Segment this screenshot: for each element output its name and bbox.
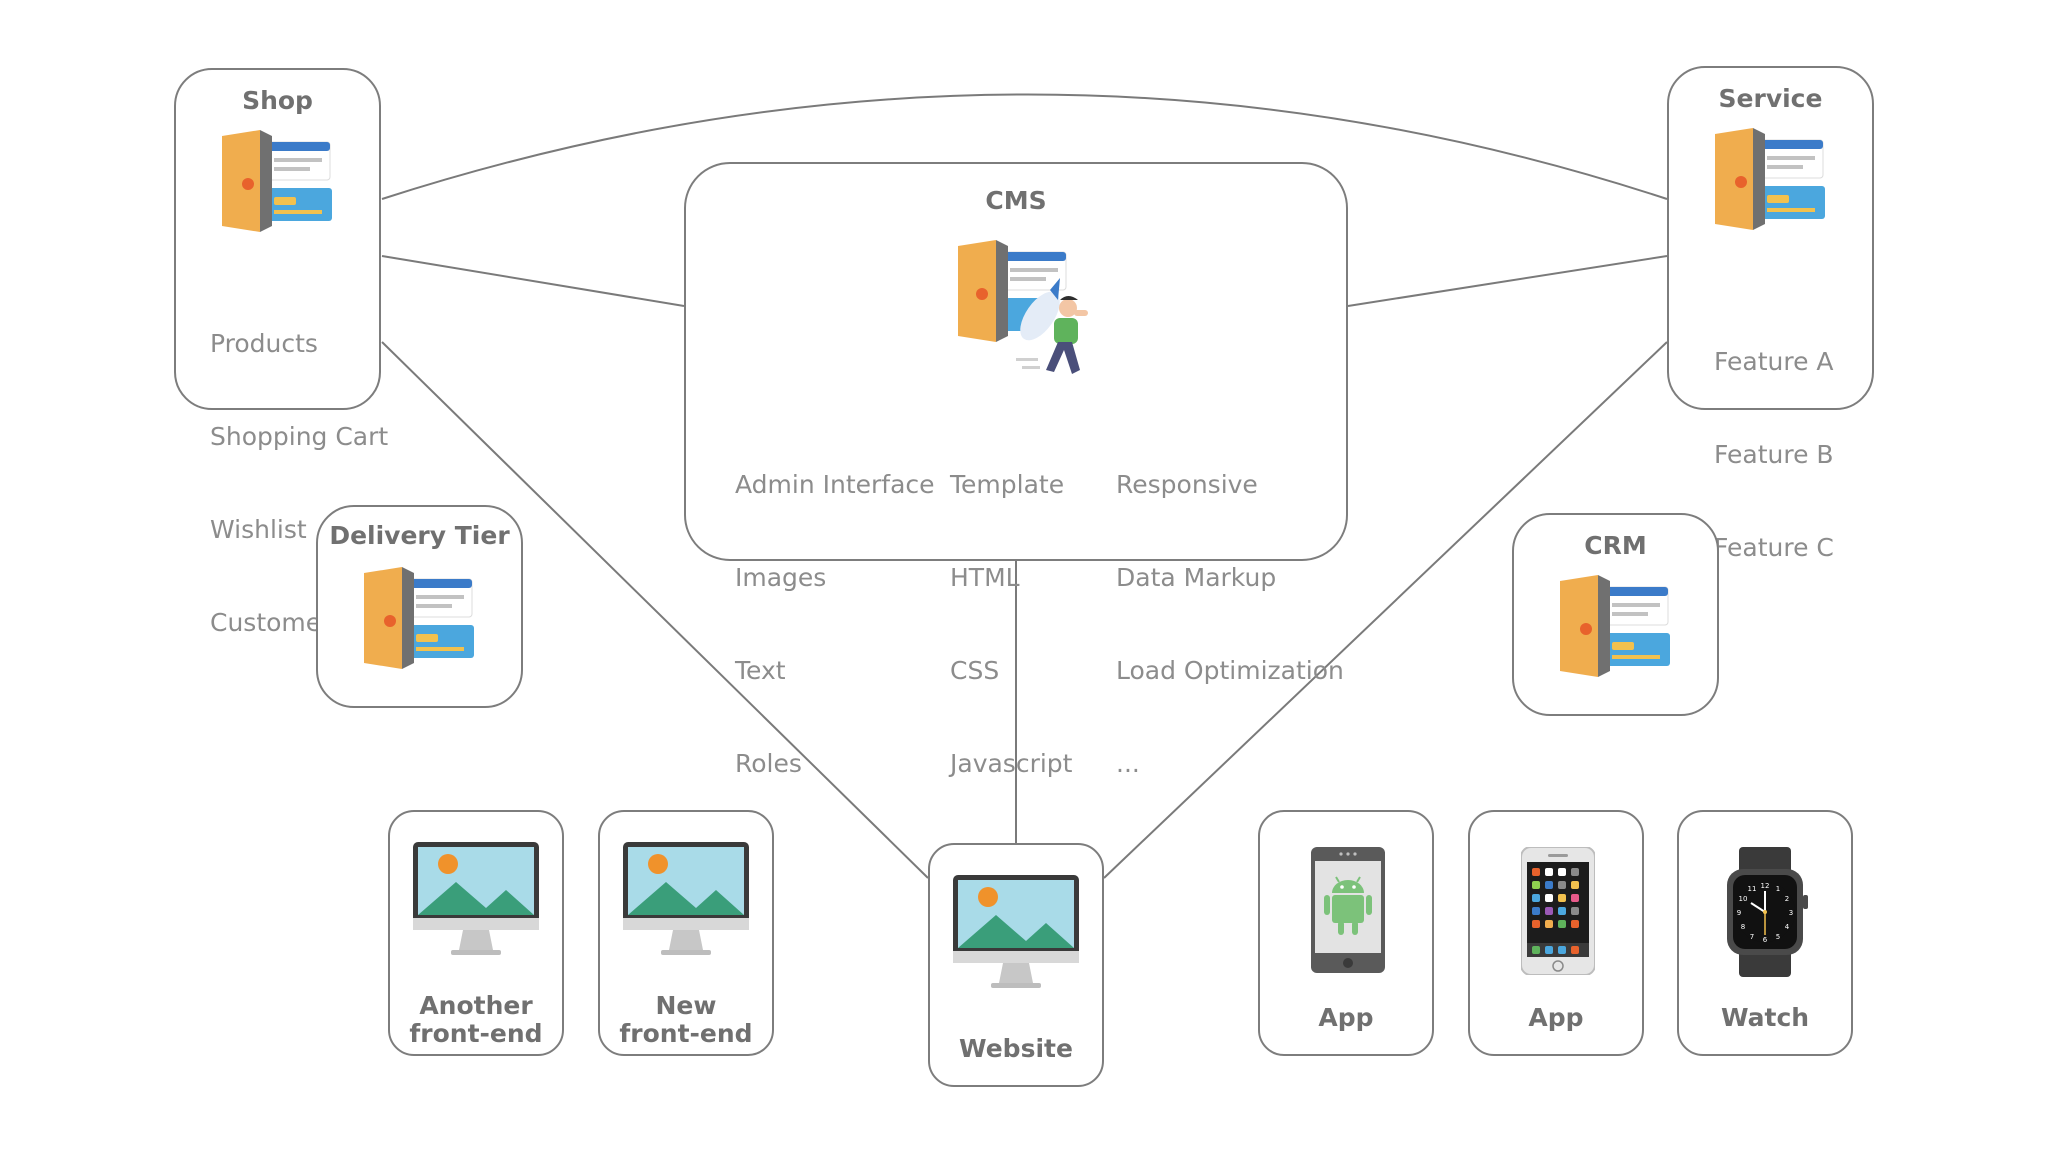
new-frontend-node[interactable]: New front-end [598,810,774,1056]
server-door-icon [1560,575,1670,677]
cms-item-css: CSS [950,656,1000,685]
server-door-icon [222,130,332,232]
another-frontend-label: Another front-end [390,992,562,1048]
connector-shop-cms [381,255,685,307]
another-frontend-label-line1: Another [419,991,533,1020]
connector-shop-website [381,341,929,879]
svg-text:5: 5 [1776,933,1780,941]
svg-text:11: 11 [1748,885,1757,893]
cms-title: CMS [985,186,1047,215]
cms-column-responsive: Responsive Data Markup Load Optimization… [1116,407,1344,841]
connector-service-website [1103,341,1668,879]
cms-column-admin: Admin Interface Images Text Roles [735,407,935,841]
shop-item-list: Products Shopping Cart Wishlist Customer… [210,266,388,700]
server-door-icon [364,567,474,669]
cms-item-text: Text [735,656,786,685]
cms-item-html: HTML [950,563,1020,592]
svg-text:1: 1 [1776,885,1780,893]
cms-item-template: Template [950,470,1065,499]
connector-cms-service [1347,255,1668,307]
new-frontend-label-line1: New [655,991,717,1020]
service-item-list: Feature A Feature B Feature C [1714,284,1834,625]
android-app-label: App [1318,1003,1374,1032]
svg-text:3: 3 [1789,909,1793,917]
cms-item-admin-interface: Admin Interface [735,470,935,499]
svg-text:12: 12 [1761,882,1770,890]
service-item-feature-b: Feature B [1714,440,1834,469]
service-node[interactable]: Service Feature A Feature B Feature C [1667,66,1874,562]
desktop-monitor-icon [953,875,1079,988]
new-frontend-label-line2: front-end [619,1019,753,1048]
svg-text:9: 9 [1737,909,1741,917]
svg-text:8: 8 [1741,923,1745,931]
android-phone-icon [1311,847,1385,973]
delivery-tier-title: Delivery Tier [329,521,510,550]
smartwatch-icon: 12 3 6 9 1 2 4 5 7 8 10 11 [1727,847,1808,977]
iphone-icon [1521,847,1595,975]
another-frontend-node[interactable]: Another front-end [388,810,564,1056]
svg-text:6: 6 [1763,936,1768,944]
svg-text:7: 7 [1750,933,1754,941]
crm-title: CRM [1584,531,1647,560]
new-frontend-label: New front-end [600,992,772,1048]
shop-item-shopping-cart: Shopping Cart [210,422,389,451]
cms-node[interactable]: CMS Admin Interface Images Text Roles Te… [684,162,1348,778]
android-app-node[interactable]: App [1258,810,1434,1056]
crm-node[interactable]: CRM [1512,513,1719,716]
cms-item-images: Images [735,563,827,592]
svg-text:4: 4 [1785,923,1790,931]
desktop-monitor-icon [413,842,539,955]
shop-node[interactable]: Shop Products Shopping Cart Wishlist Cus… [174,68,388,637]
website-node[interactable]: Website [928,843,1104,1087]
delivery-tier-node[interactable]: Delivery Tier [316,505,523,708]
cms-item-roles: Roles [735,749,802,778]
shop-title: Shop [242,86,313,115]
cms-item-data-markup: Data Markup [1116,563,1277,592]
cms-rocket-person-icon [958,240,1088,374]
iphone-app-node[interactable]: App [1468,810,1644,1056]
desktop-monitor-icon [623,842,749,955]
svg-text:2: 2 [1785,895,1789,903]
cms-item-load-optimization: Load Optimization [1116,656,1344,685]
shop-item-wishlist: Wishlist [210,515,307,544]
service-title: Service [1718,84,1823,113]
website-label: Website [959,1034,1073,1063]
another-frontend-label-line2: front-end [409,1019,543,1048]
cms-column-template: Template HTML CSS Javascript [950,407,1072,841]
watch-label: Watch [1720,1003,1810,1032]
watch-node[interactable]: 12 3 6 9 1 2 4 5 7 8 10 11 Watch [1677,810,1853,1056]
svg-text:10: 10 [1739,895,1748,903]
rocket-person [1016,278,1088,374]
cms-item-ellipsis: ... [1116,749,1140,778]
iphone-app-label: App [1528,1003,1584,1032]
connector-shop-service [381,93,1668,200]
cms-item-responsive: Responsive [1116,470,1258,499]
service-item-feature-a: Feature A [1714,347,1834,376]
server-door-icon [1715,128,1825,230]
service-item-feature-c: Feature C [1714,533,1834,562]
cms-item-javascript: Javascript [950,749,1073,778]
shop-item-products: Products [210,329,318,358]
